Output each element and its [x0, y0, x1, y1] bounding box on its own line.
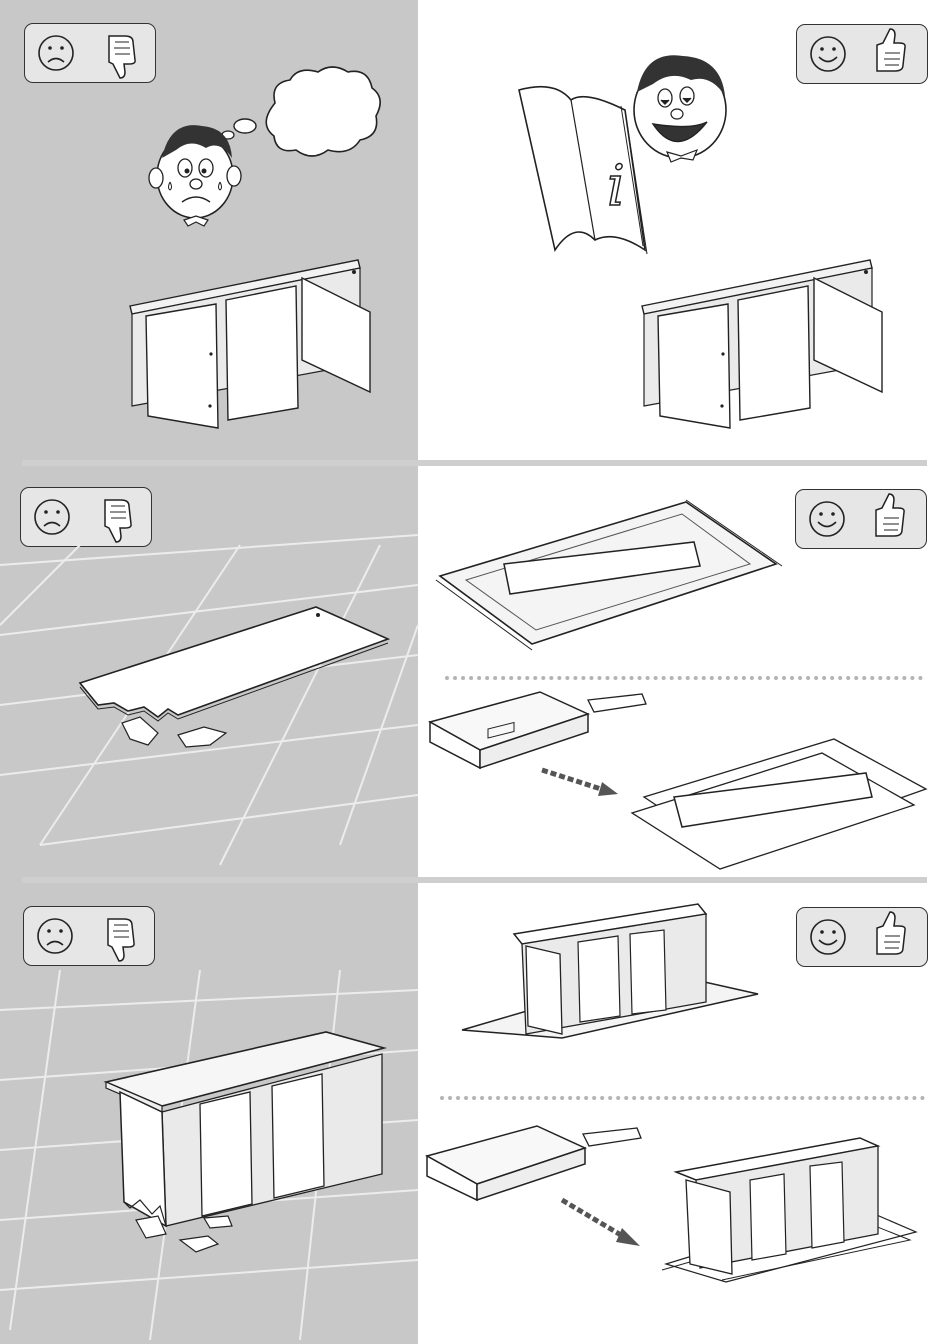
thumbs-down-icon: [108, 919, 134, 961]
happy-face-icon: [811, 920, 845, 954]
cabinet-frame-assembly-good: [638, 256, 888, 436]
happy-face-icon: [811, 37, 845, 71]
board-on-cardboard: [630, 735, 930, 870]
worried-man-illustration: [140, 58, 390, 238]
cardboard-box-and-knife-row3: [425, 1122, 650, 1202]
bad-badge-row1: [24, 23, 156, 83]
good-badge-row3: [796, 907, 928, 967]
bad-badge-row2: [20, 487, 152, 547]
sad-face-icon: [39, 36, 73, 70]
dotted-separator-row3: [440, 1096, 925, 1100]
cabinet-frame-assembly-bad: [126, 256, 376, 436]
happy-face-icon: [810, 502, 844, 536]
thumbs-down-icon: [109, 36, 135, 78]
sad-face-icon: [38, 919, 72, 953]
bad-badge-row3: [23, 906, 155, 966]
instruction-manual: i: [519, 87, 647, 254]
good-badge-row2: [795, 489, 927, 549]
direction-arrow-row2: [538, 766, 628, 802]
dotted-separator-row2: [445, 676, 923, 680]
damaged-cabinet-bad: [100, 1030, 390, 1260]
thumbs-up-icon: [877, 912, 905, 954]
cardboard-box-and-knife-row2: [428, 690, 658, 770]
manual-and-happy-man-illustration: i: [515, 40, 735, 260]
good-badge-row1: [796, 24, 928, 84]
board-on-carpet: [436, 500, 786, 650]
row-divider-2: [22, 877, 927, 883]
info-symbol: i: [607, 154, 625, 219]
direction-arrow-row3: [558, 1196, 648, 1252]
broken-board-bad: [78, 605, 398, 755]
cabinet-on-carpet: [458, 902, 763, 1042]
thumbs-down-icon: [105, 500, 131, 542]
cabinet-on-cardboard: [660, 1136, 922, 1284]
thumbs-up-icon: [876, 494, 904, 536]
sad-face-icon: [35, 500, 69, 534]
row-divider-1: [22, 460, 927, 466]
thumbs-up-icon: [877, 29, 905, 71]
happy-man: [634, 55, 726, 162]
